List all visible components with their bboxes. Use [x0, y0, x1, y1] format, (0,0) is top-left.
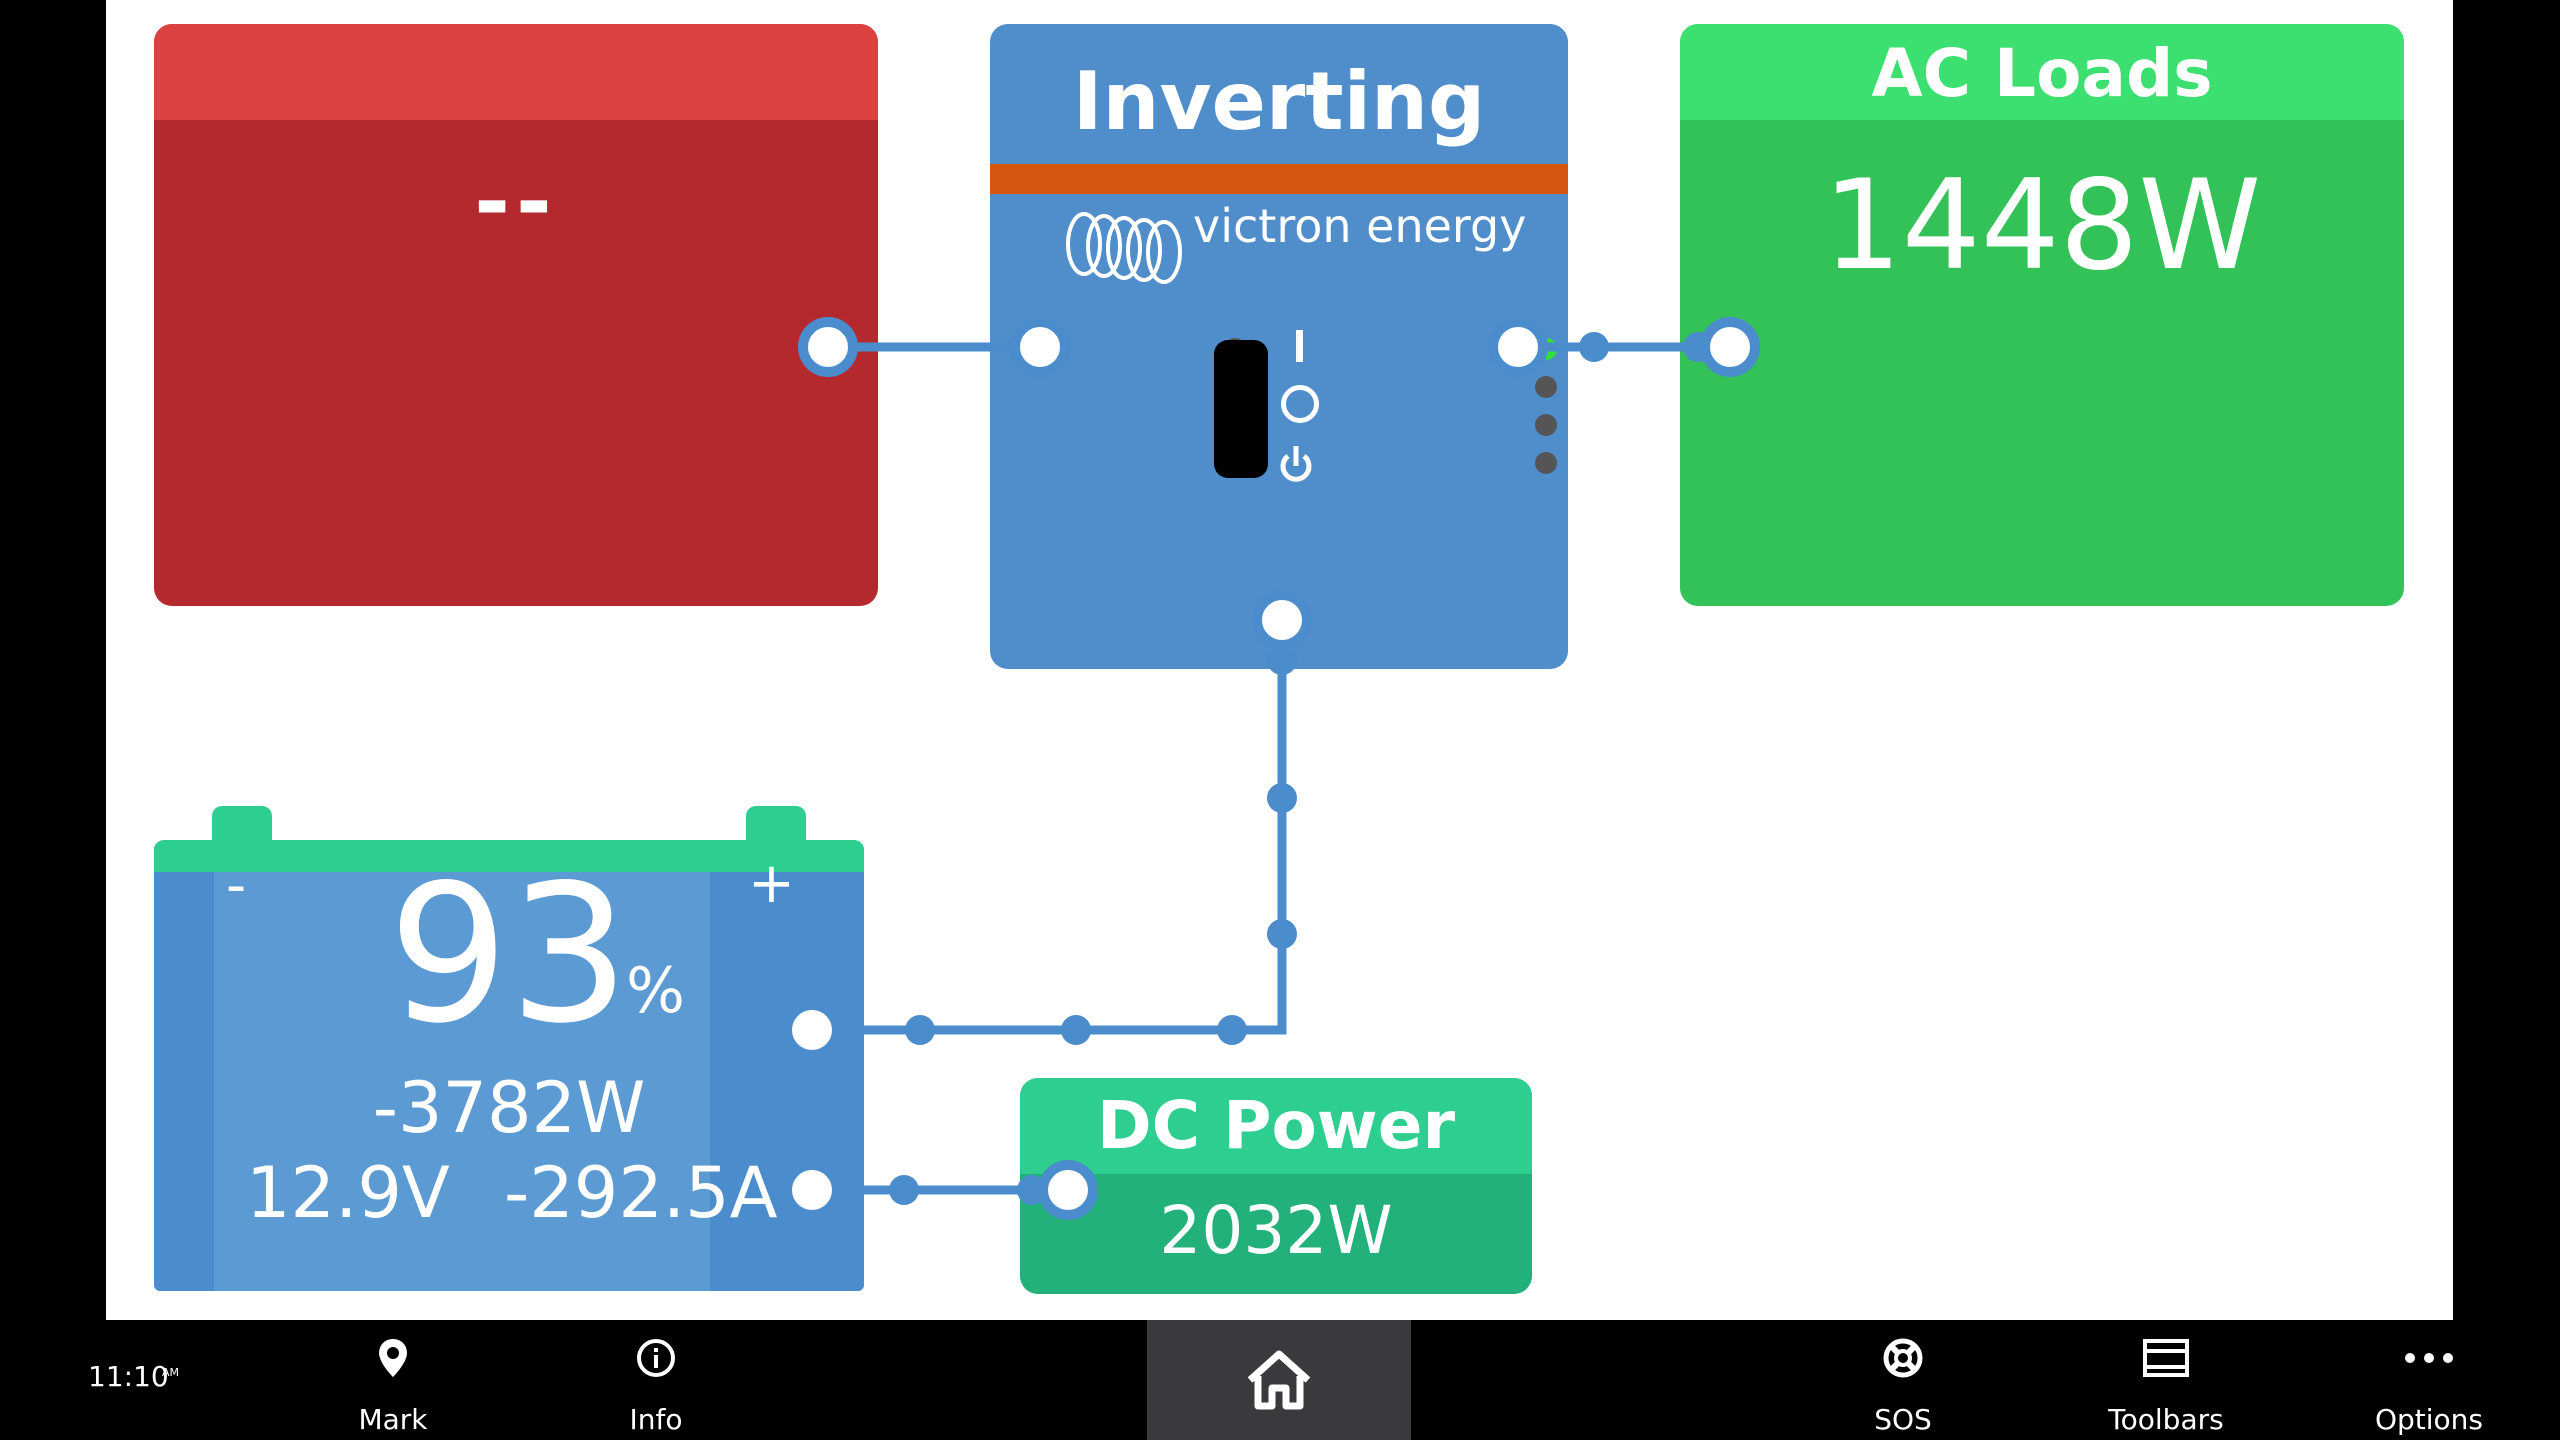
- info-button[interactable]: Info: [556, 1320, 756, 1440]
- inverter-led: [1535, 452, 1557, 474]
- battery-voltage: 12.9V: [246, 1152, 450, 1234]
- inverter-led: [1535, 376, 1557, 398]
- dc-power-header: [1020, 1078, 1532, 1174]
- battery-top: [154, 840, 864, 872]
- dc-power-title: DC Power: [1096, 1087, 1456, 1164]
- ac-loads-header: [1680, 24, 2404, 120]
- info-icon: [637, 1339, 675, 1377]
- battery-soc: 93: [388, 844, 630, 1065]
- battery-mid-panel: [214, 872, 710, 1291]
- ac-loads-box[interactable]: AC Loads 1448W: [1680, 24, 2404, 606]
- toolbars-icon: [2143, 1339, 2189, 1377]
- grid-header: [154, 24, 878, 120]
- inverter-switch-icon: [1214, 340, 1268, 478]
- more-dots-icon: [2405, 1353, 2453, 1363]
- home-icon: [1247, 1350, 1311, 1410]
- battery-current: -292.5A: [504, 1152, 778, 1234]
- clock-ampm: AM: [162, 1366, 180, 1379]
- victron-overview-panel: -- Inverting victron energy: [106, 0, 2453, 1320]
- switch-off-icon: [1281, 385, 1319, 423]
- sos-label: SOS: [1874, 1403, 1932, 1436]
- battery-terminal-positive: [746, 806, 806, 840]
- battery-terminal-negative: [212, 806, 272, 840]
- options-label: Options: [2374, 1403, 2484, 1436]
- toolbars-button[interactable]: Toolbars: [2066, 1320, 2266, 1440]
- map-pin-icon: [379, 1339, 407, 1377]
- sos-button[interactable]: SOS: [1803, 1320, 2003, 1440]
- clock-time: 11:10: [88, 1360, 169, 1393]
- connection-lines: [782, 317, 1760, 1220]
- ac-loads-title: AC Loads: [1871, 35, 2213, 112]
- inverter-brand: victron energy: [1193, 199, 1527, 253]
- battery-soc-unit: %: [626, 954, 685, 1027]
- switch-on-icon: [1296, 330, 1303, 362]
- inverter-box[interactable]: Inverting victron energy: [990, 24, 1568, 669]
- inverter-led: [1535, 414, 1557, 436]
- info-label: Info: [629, 1403, 683, 1436]
- home-button[interactable]: [1147, 1320, 1411, 1440]
- mark-label: Mark: [358, 1403, 428, 1436]
- battery-minus-sign: -: [226, 853, 247, 918]
- battery-plus-sign: +: [748, 851, 795, 916]
- grid-value: --: [474, 152, 558, 252]
- dc-power-value: 2032W: [1159, 1192, 1393, 1269]
- grid-input-box[interactable]: --: [154, 24, 878, 606]
- ac-loads-value: 1448W: [1822, 154, 2262, 298]
- options-button[interactable]: Options: [2329, 1320, 2529, 1440]
- battery-power: -3782W: [372, 1067, 646, 1149]
- toolbars-label: Toolbars: [2108, 1403, 2224, 1436]
- inverter-stripe: [990, 164, 1568, 194]
- dc-power-box[interactable]: DC Power 2032W: [1020, 1078, 1532, 1294]
- victron-logo-icon: [1066, 212, 1182, 284]
- inverter-state: Inverting: [1072, 55, 1486, 148]
- mark-button[interactable]: Mark: [293, 1320, 493, 1440]
- lifebuoy-icon: [1883, 1338, 1923, 1378]
- power-icon: [1280, 446, 1312, 482]
